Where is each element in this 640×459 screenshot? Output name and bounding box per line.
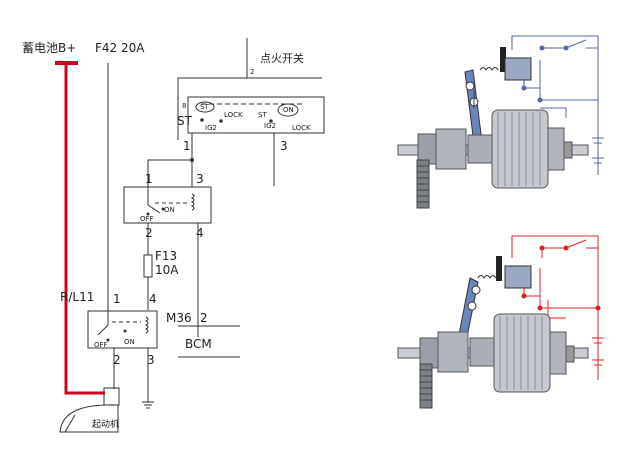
relay1-pin-2: 2: [145, 226, 153, 240]
relay2-pin-1: 1: [113, 292, 121, 306]
armature-bottom: [493, 313, 575, 393]
main-fuse-label: F42 20A: [95, 41, 145, 55]
battery-label: 蓄电池B+: [22, 41, 76, 55]
ignition-st-label: ST: [177, 114, 193, 128]
relay1-pin-1: 1: [145, 172, 153, 186]
st-wire: [147, 159, 192, 187]
bcm-label: BCM: [185, 337, 212, 351]
contact-lock-1: LOCK: [224, 111, 243, 119]
ignition-switch-label: 点火开关: [260, 51, 304, 65]
solenoid-top: [479, 47, 532, 81]
ring-gear-top: [416, 159, 430, 209]
relay-1: 1 3 OFF ON 2 4: [123, 172, 212, 240]
relay1-pin-4: 4: [196, 226, 204, 240]
ignition-pin-2: 2: [250, 68, 254, 76]
armature-top: [491, 109, 573, 189]
battery-wire: [55, 61, 105, 395]
contact-lock-2: LOCK: [292, 124, 311, 132]
wiring-schematic: 蓄电池B+ F42 20A 点火开关 2 ST 8 ST IG2 LOCK ST…: [22, 38, 325, 433]
ground-icon: [142, 401, 154, 409]
ignition-switch: 点火开关 2 ST 8 ST IG2 LOCK ST ON IG2 LOCK 3…: [177, 38, 325, 186]
relay2-contact-on: ON: [124, 338, 135, 346]
fuse-f13-rating: 10A: [155, 263, 179, 277]
contact-ig2-1: IG2: [205, 124, 217, 132]
solenoid-bottom: [477, 256, 532, 289]
starter-motor-illustration-top: [397, 35, 604, 209]
contact-ig2-2: IG2: [264, 122, 276, 130]
node-1-top: 1: [183, 139, 191, 153]
contact-st-1: ST: [200, 103, 209, 111]
contact-st-2: ST: [258, 111, 267, 119]
bcm-module: M36 2 BCM: [166, 311, 240, 358]
relay2-contact-off: OFF: [94, 341, 108, 349]
starter-motor-symbol: 起动机: [59, 387, 120, 433]
ignition-pin-3: 3: [280, 139, 288, 153]
ring-gear-bottom: [419, 363, 433, 409]
relay1-contact-off: OFF: [140, 215, 154, 223]
relay1-pin-3: 3: [196, 172, 204, 186]
fuse-f13: [143, 254, 153, 278]
solenoid-circuit-bottom: [511, 235, 604, 380]
contact-on: ON: [283, 106, 294, 114]
fuse-f13-label: F13: [155, 249, 177, 263]
starter-motor-illustration-bottom: [397, 235, 604, 409]
starter-label: 起动机: [92, 418, 119, 430]
ignition-switch-housing: [187, 96, 325, 134]
relay1-contact-on: ON: [164, 206, 175, 214]
ignition-pin-8: 8: [182, 102, 186, 110]
relay-2-rl11: R/L11 1 4 OFF ON 2 3: [60, 290, 158, 367]
relay2-pin-3: 3: [147, 353, 155, 367]
relay2-pin-2: 2: [113, 353, 121, 367]
relay2-label: R/L11: [60, 290, 94, 304]
relay2-pin-4: 4: [149, 292, 157, 306]
m36-label: M36: [166, 311, 192, 325]
m36-pin: 2: [200, 311, 208, 325]
